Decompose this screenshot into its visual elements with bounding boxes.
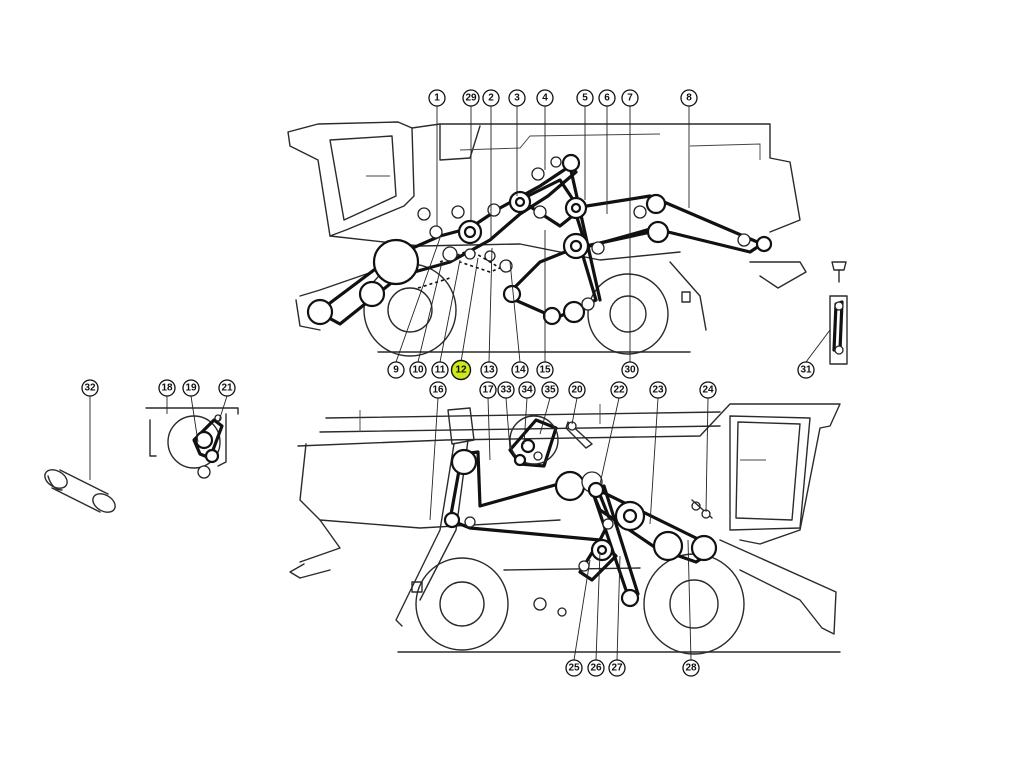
- callout-13[interactable]: 13: [480, 361, 498, 379]
- callout-11[interactable]: 11: [431, 361, 449, 379]
- callout-21-label: 21: [221, 383, 233, 394]
- callout-32-label: 32: [84, 383, 96, 394]
- combine-left-side-view: [287, 121, 807, 357]
- callout-28[interactable]: 28: [682, 659, 700, 677]
- callout-14-label: 14: [514, 365, 526, 376]
- callout-34-label: 34: [521, 385, 533, 396]
- callout-8-label: 8: [686, 93, 692, 104]
- callout-28-label: 28: [685, 663, 697, 674]
- callout-19-label: 19: [185, 383, 197, 394]
- callout-33[interactable]: 33: [497, 381, 515, 399]
- callout-2[interactable]: 2: [482, 89, 500, 107]
- callout-9[interactable]: 9: [387, 361, 405, 379]
- callout-17-label: 17: [482, 385, 494, 396]
- callout-14[interactable]: 14: [511, 361, 529, 379]
- callout-23[interactable]: 23: [649, 381, 667, 399]
- callout-20[interactable]: 20: [568, 381, 586, 399]
- callout-6-label: 6: [604, 93, 610, 104]
- callout-1[interactable]: 1: [428, 89, 446, 107]
- callout-22-label: 22: [613, 385, 625, 396]
- callout-32[interactable]: 32: [81, 379, 99, 397]
- callout-1-label: 1: [434, 93, 440, 104]
- callout-26-label: 26: [590, 663, 602, 674]
- callout-31-label: 31: [800, 365, 812, 376]
- callout-2-label: 2: [488, 93, 494, 104]
- callout-12-label: 12: [455, 365, 467, 376]
- callout-25[interactable]: 25: [565, 659, 583, 677]
- callout-16[interactable]: 16: [429, 381, 447, 399]
- callout-24[interactable]: 24: [699, 381, 717, 399]
- callout-10-label: 10: [412, 365, 424, 376]
- callout-4-label: 4: [542, 93, 548, 104]
- callout-17[interactable]: 17: [479, 381, 497, 399]
- leader-lines: [89, 106, 831, 661]
- callout-15-label: 15: [539, 365, 551, 376]
- callout-22[interactable]: 22: [610, 381, 628, 399]
- callout-8[interactable]: 8: [680, 89, 698, 107]
- callout-13-label: 13: [483, 365, 495, 376]
- callout-29[interactable]: 29: [462, 89, 480, 107]
- callout-18-label: 18: [161, 383, 173, 394]
- callout-20-label: 20: [571, 385, 583, 396]
- callout-12[interactable]: 12: [450, 359, 472, 381]
- callout-4[interactable]: 4: [536, 89, 554, 107]
- callout-7[interactable]: 7: [621, 89, 639, 107]
- callout-23-label: 23: [652, 385, 664, 396]
- inset-detail-18-19-21: [145, 407, 239, 479]
- callout-3[interactable]: 3: [508, 89, 526, 107]
- callout-5[interactable]: 5: [576, 89, 594, 107]
- callout-6[interactable]: 6: [598, 89, 616, 107]
- callout-35[interactable]: 35: [541, 381, 559, 399]
- callout-30-label: 30: [624, 365, 636, 376]
- callout-10[interactable]: 10: [409, 361, 427, 379]
- combine-right-side-view: [289, 403, 841, 655]
- callout-9-label: 9: [393, 365, 399, 376]
- callout-25-label: 25: [568, 663, 580, 674]
- callout-15[interactable]: 15: [536, 361, 554, 379]
- callout-27-label: 27: [611, 663, 623, 674]
- callout-16-label: 16: [432, 385, 444, 396]
- inset-detail-31: [829, 261, 848, 365]
- callout-19[interactable]: 19: [182, 379, 200, 397]
- belt-roll-32: [44, 469, 116, 513]
- callout-31[interactable]: 31: [797, 361, 815, 379]
- callout-3-label: 3: [514, 93, 520, 104]
- callout-34[interactable]: 34: [518, 381, 536, 399]
- callout-11-label: 11: [435, 365, 446, 376]
- callout-5-label: 5: [582, 93, 588, 104]
- callout-33-label: 33: [500, 385, 512, 396]
- callout-18[interactable]: 18: [158, 379, 176, 397]
- callout-30[interactable]: 30: [621, 361, 639, 379]
- callout-35-label: 35: [544, 385, 556, 396]
- callout-26[interactable]: 26: [587, 659, 605, 677]
- callout-7-label: 7: [627, 93, 633, 104]
- callout-27[interactable]: 27: [608, 659, 626, 677]
- callout-29-label: 29: [465, 93, 477, 104]
- callout-24-label: 24: [702, 385, 714, 396]
- callout-21[interactable]: 21: [218, 379, 236, 397]
